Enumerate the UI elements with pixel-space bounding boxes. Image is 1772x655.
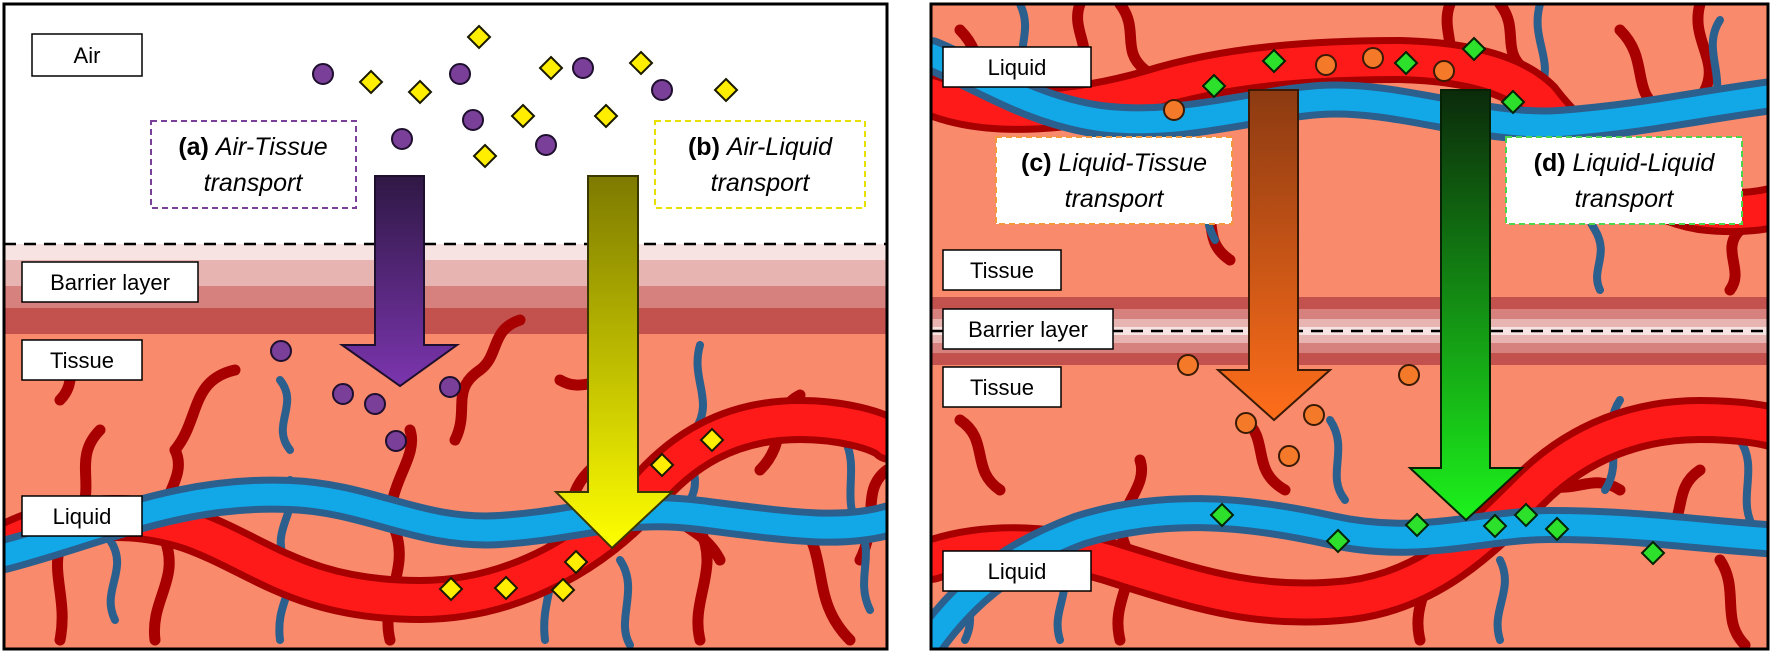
label-tissue: Tissue (21, 339, 143, 381)
label-barrier-text: Barrier layer (50, 270, 170, 295)
label-liquid-top: Liquid (942, 46, 1092, 88)
barrier-band (931, 343, 1768, 353)
arrow-liquid-tissue (1215, 89, 1333, 422)
box-c-line1: Liquid-Tissue (1059, 149, 1207, 177)
box-liquid-liquid-transport: (d) Liquid-Liquid transport (1505, 136, 1743, 225)
svg-text:(d) Liquid-L: (d) Liquid-Liquid (1534, 149, 1716, 177)
label-tissue-top: Tissue (942, 249, 1062, 291)
label-air-text: Air (74, 43, 101, 68)
barrier-band (931, 297, 1768, 309)
barrier-band (4, 286, 887, 308)
barrier-band (931, 335, 1768, 343)
arrow-air-tissue (338, 175, 461, 388)
box-c-line2: transport (1065, 185, 1165, 213)
barrier-band (931, 327, 1768, 335)
vessel-red-bottom (931, 396, 1768, 626)
right-panel: Liquid Tissue Barrier layer Tissue Liqui… (931, 4, 1768, 649)
label-barrier-layer-right: Barrier layer (942, 308, 1114, 350)
vessel-blue-top (931, 37, 1768, 144)
box-c-tag: (c) (1021, 149, 1052, 177)
label-liquid-bottom-text: Liquid (988, 559, 1047, 584)
particles-yellow (358, 24, 739, 603)
barrier-band (4, 244, 887, 260)
arrow-liquid-liquid (1407, 89, 1525, 522)
label-tissue-top-text: Tissue (970, 258, 1034, 283)
box-liquid-tissue-transport: (c) Liquid-Tissue transport (995, 136, 1233, 225)
left-panel-border (2, 2, 889, 651)
box-air-liquid-transport: (b) Air-Liquid transport (654, 120, 866, 209)
svg-text:(b) Air-Liqu: (b) Air-Liquid (688, 133, 833, 161)
barrier-band (931, 353, 1768, 365)
label-tissue-bottom: Tissue (942, 366, 1062, 408)
arrow-air-liquid (553, 175, 675, 550)
label-tissue-bottom-text: Tissue (970, 375, 1034, 400)
box-d-line1: Liquid-Liquid (1573, 149, 1716, 177)
label-liquid-bottom: Liquid (942, 550, 1092, 592)
box-a-tag: (a) (178, 133, 209, 161)
label-tissue-text: Tissue (50, 348, 114, 373)
particles-purple (270, 57, 673, 452)
label-air: Air (31, 33, 143, 77)
label-liquid-top-text: Liquid (988, 55, 1047, 80)
left-panel: Air Barrier layer Tissue Liquid (a) Air-… (4, 4, 887, 649)
barrier-band (4, 308, 887, 334)
label-barrier-right-text: Barrier layer (968, 317, 1088, 342)
barrier-band (931, 319, 1768, 327)
box-d-line2: transport (1575, 185, 1675, 213)
svg-text:(c) Liquid-T: (c) Liquid-Tissue (1021, 149, 1207, 177)
particles-green (1201, 36, 1666, 566)
right-panel-border (929, 2, 1770, 651)
label-liquid: Liquid (21, 495, 143, 537)
box-b-line2: transport (711, 169, 811, 197)
svg-text:(a) Air-Tiss: (a) Air-Tissue (178, 133, 327, 161)
box-d-tag: (d) (1534, 149, 1566, 177)
box-air-tissue-transport: (a) Air-Tissue transport (150, 120, 357, 209)
box-a-line2: transport (204, 169, 304, 197)
label-barrier-layer: Barrier layer (21, 261, 199, 303)
label-liquid-text: Liquid (53, 504, 112, 529)
box-b-line1: Air-Liquid (725, 133, 833, 161)
particles-orange (1163, 47, 1455, 467)
box-b-tag: (b) (688, 133, 720, 161)
box-a-line1: Air-Tissue (214, 133, 328, 161)
barrier-band (931, 309, 1768, 319)
vessel-blue (4, 476, 887, 573)
